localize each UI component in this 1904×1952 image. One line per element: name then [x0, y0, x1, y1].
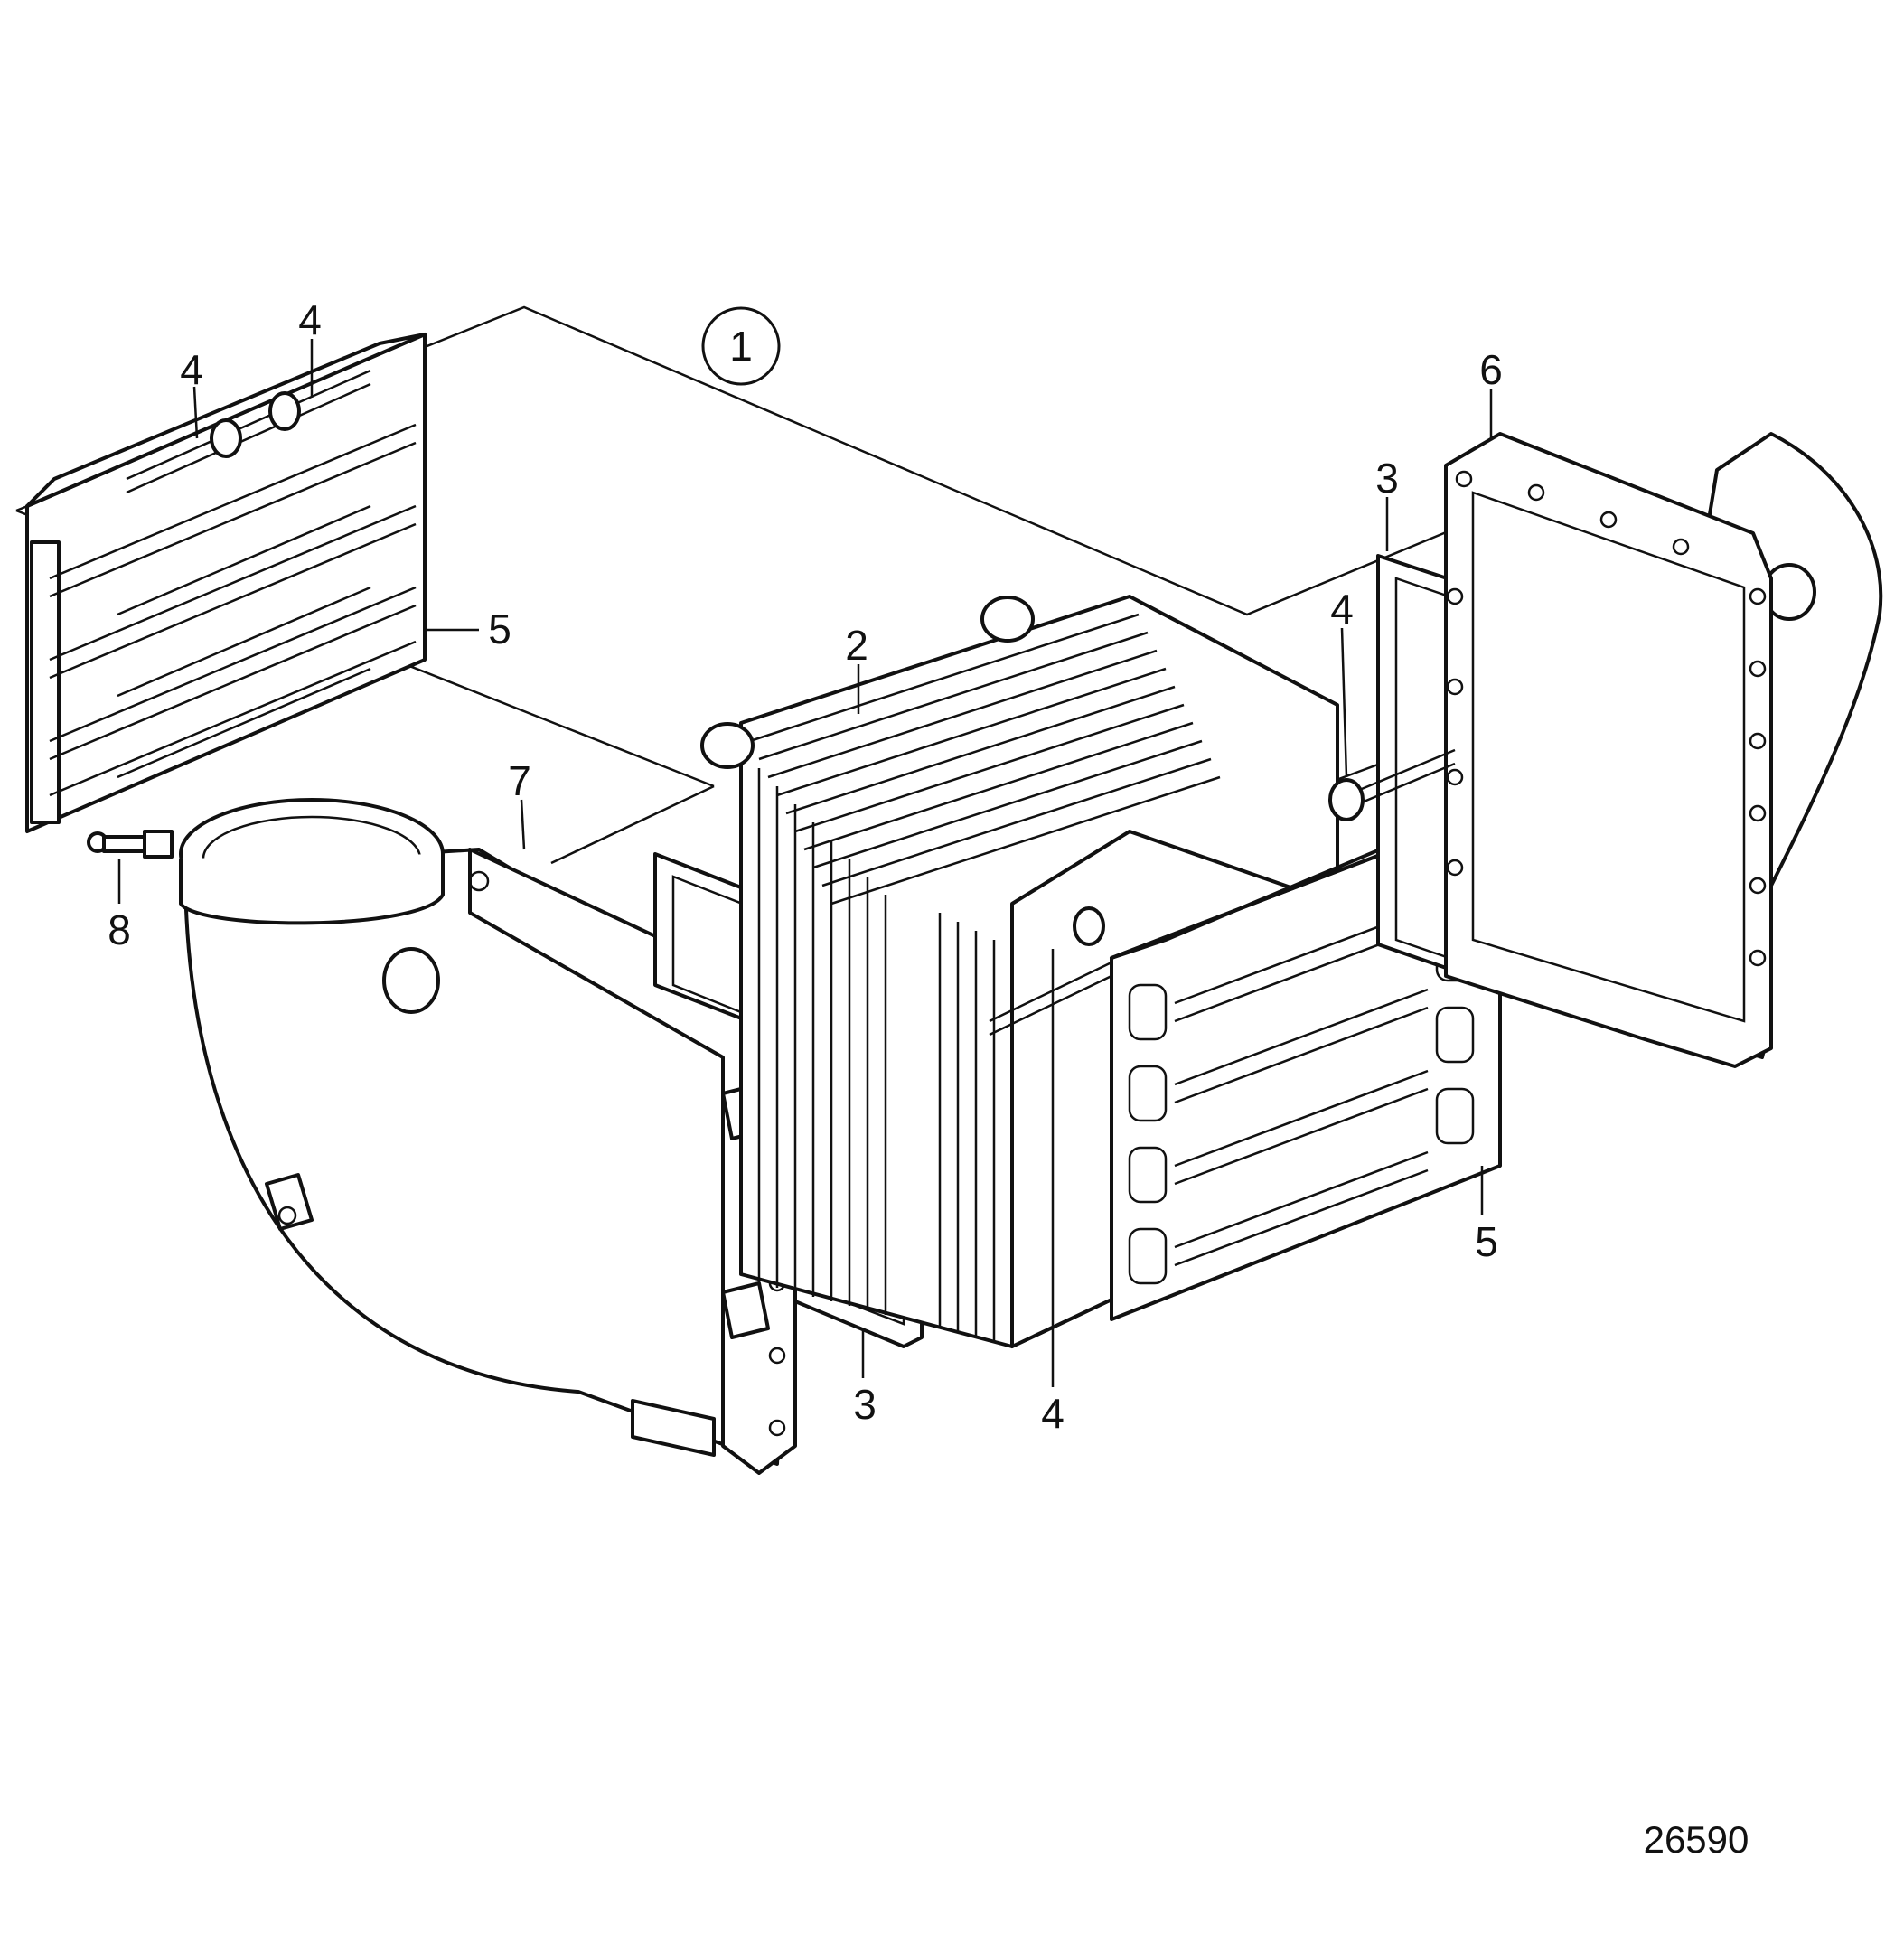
leader-lines [117, 339, 1493, 1387]
reference-number: 26590 [1644, 1818, 1749, 1861]
callout-4-left-b: 4 [298, 296, 322, 343]
outlet-housing [1444, 432, 1883, 1068]
assembly-callout-1: 1 [701, 306, 781, 386]
callout-2: 2 [845, 622, 868, 669]
sensor-plug [87, 830, 174, 859]
callout-3-top: 3 [1375, 455, 1399, 502]
callout-7: 7 [508, 757, 531, 804]
callout-8: 8 [108, 906, 131, 953]
callout-5-right: 5 [1475, 1218, 1498, 1265]
callout-labels: 4 4 5 2 3 4 6 7 8 3 4 5 [108, 296, 1503, 1437]
callout-1-text: 1 [729, 323, 753, 370]
callout-4-right: 4 [1330, 586, 1354, 633]
bolts [989, 748, 1456, 1037]
callout-6: 6 [1479, 346, 1503, 393]
callout-5-left: 5 [488, 605, 511, 652]
left-end-cover [25, 333, 427, 833]
callout-4-bottom: 4 [1041, 1390, 1065, 1437]
callout-4-left-a: 4 [180, 346, 203, 393]
callout-3-bottom: 3 [853, 1381, 877, 1428]
